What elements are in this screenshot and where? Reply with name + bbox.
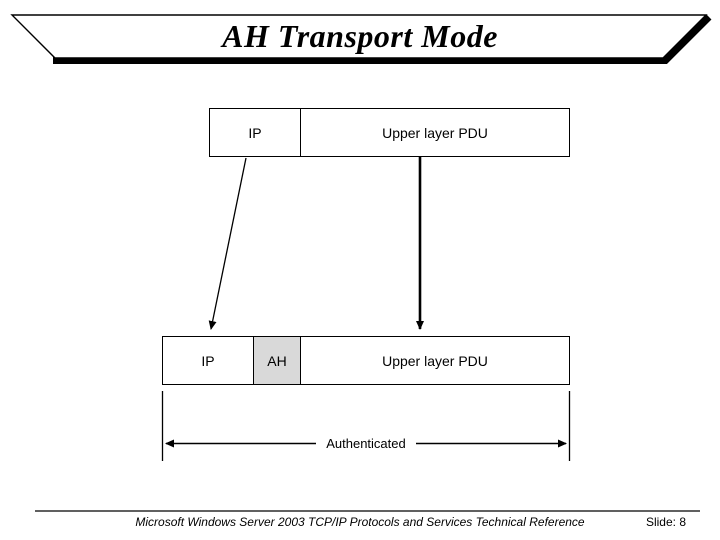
banner-outline	[10, 14, 708, 59]
auth-span-label-row: Authenticated	[162, 435, 570, 452]
top-packet-cell-ip: IP	[210, 109, 301, 156]
bottom-packet-cell-ip-label: IP	[201, 352, 215, 369]
authenticated-span-label: Authenticated	[316, 435, 416, 452]
title-banner-shape	[10, 14, 712, 64]
ip-transform-arrow	[208, 157, 247, 330]
bottom-packet-cell-upper-pdu-label: Upper layer PDU	[382, 352, 488, 369]
top-packet-box: IP Upper layer PDU	[209, 108, 570, 157]
bottom-packet-cell-ip: IP	[163, 337, 254, 384]
bottom-packet-cell-ah-label: AH	[267, 352, 287, 369]
bottom-packet-cell-ah: AH	[254, 337, 301, 384]
top-packet-cell-ip-label: IP	[248, 124, 262, 141]
banner-shadow	[53, 14, 712, 64]
bottom-packet-box: IP AH Upper layer PDU	[162, 336, 570, 385]
slide-title: AH Transport Mode	[222, 18, 498, 54]
top-packet-cell-upper-pdu: Upper layer PDU	[301, 109, 569, 156]
slide-number: Slide: 8	[645, 515, 686, 529]
top-packet-cell-upper-pdu-label: Upper layer PDU	[382, 124, 488, 141]
footer-reference: Microsoft Windows Server 2003 TCP/IP Pro…	[135, 515, 585, 529]
bottom-packet-cell-upper-pdu: Upper layer PDU	[301, 337, 569, 384]
